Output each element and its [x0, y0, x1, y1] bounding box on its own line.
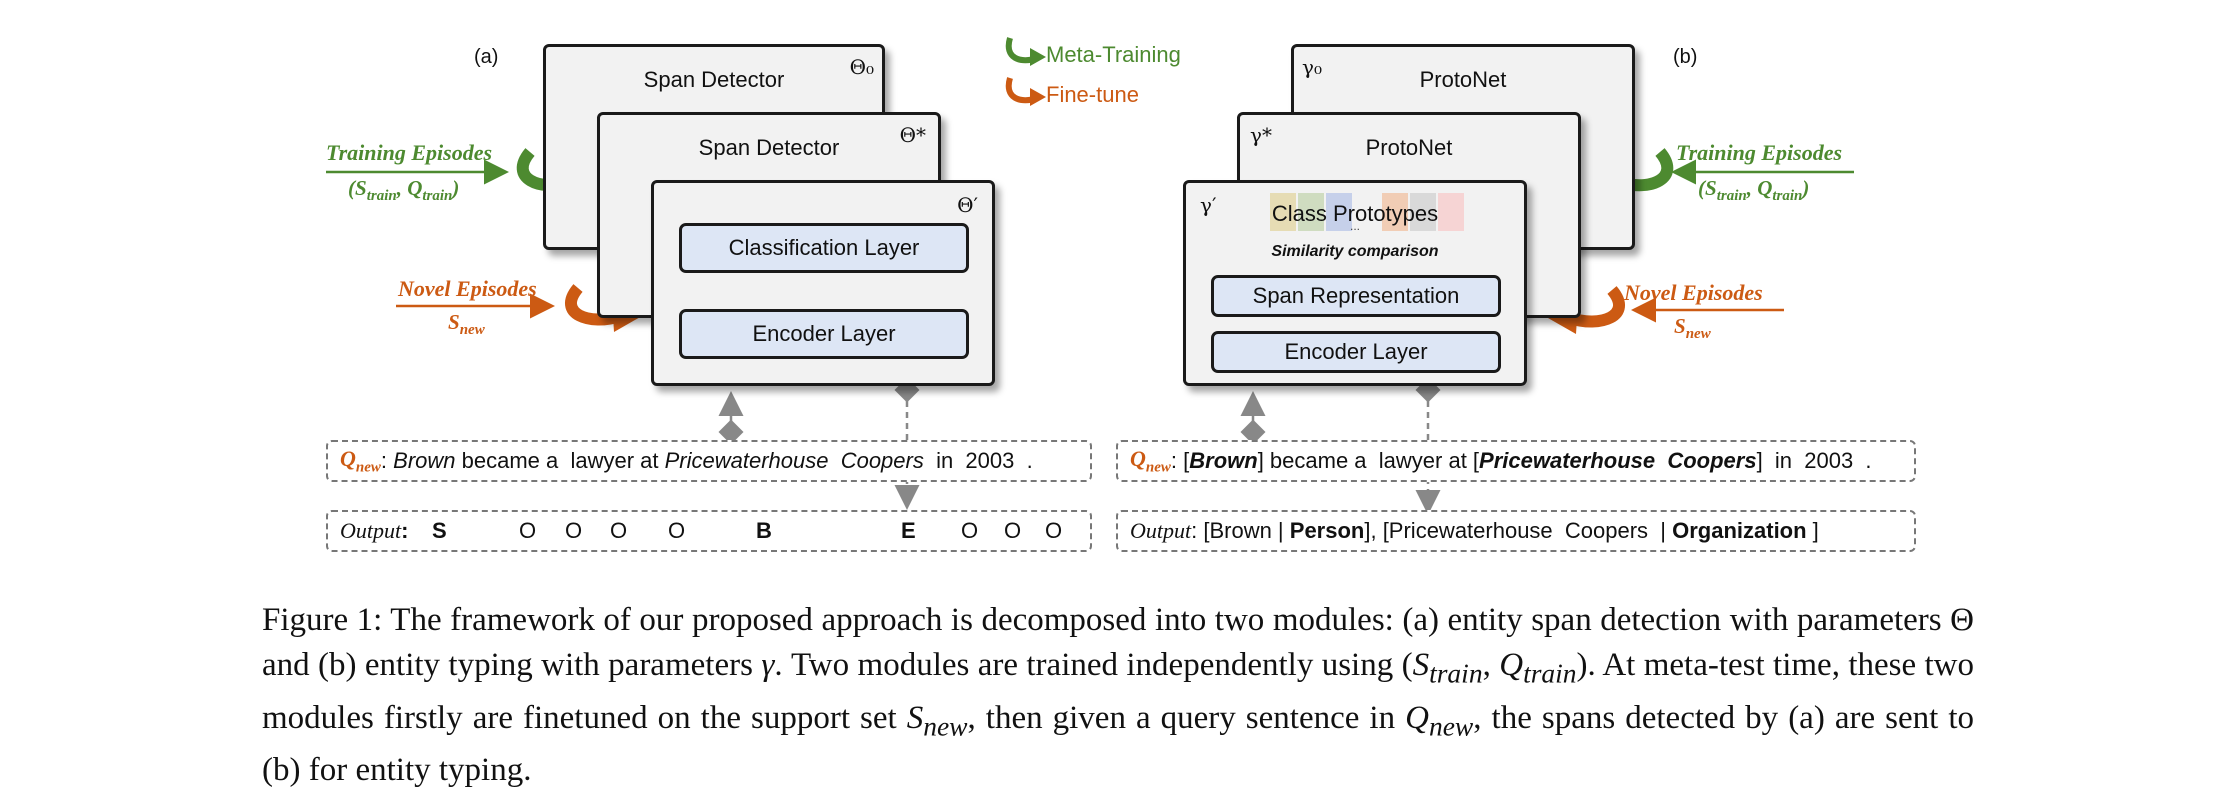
output-text-3: ]	[1806, 518, 1819, 543]
left-query-box: Qnew : Brown became a lawyer at Pricewat…	[326, 440, 1092, 482]
caption-part-1: Figure 1: The framework of our proposed …	[262, 602, 1974, 683]
output-tag: S	[432, 518, 447, 543]
query-entity-pwc: Pricewaterhouse Coopers	[664, 448, 924, 473]
card-title: Span Detector	[698, 135, 840, 160]
card-title: ProtoNet	[1365, 135, 1453, 160]
left-output-box: Output :	[326, 510, 1092, 552]
param-label: γ*	[1250, 123, 1272, 147]
right-query-box: Qnew : [ Brown ] became a lawyer at [ Pr…	[1116, 440, 1916, 482]
span-detector-card-theta-prime: Θ′ Classification Layer Encoder Layer	[651, 180, 995, 386]
right-novel-episodes-title: Novel Episodes	[1624, 280, 1763, 305]
caption-s-sub: train	[1429, 657, 1483, 689]
output-label: Output	[1130, 518, 1192, 543]
right-output-box: Output : [Brown | Person ], [Pricewaterh…	[1116, 510, 1916, 552]
output-tag: O	[961, 518, 979, 543]
caption-part-4: , then given a query sentence in	[967, 699, 1406, 736]
output-tag: E	[901, 518, 916, 543]
query-text-2: became a lawyer at	[455, 448, 665, 473]
output-tag: B	[756, 518, 772, 543]
caption-comma: ,	[1482, 647, 1500, 683]
legend-orange-curl-icon	[1005, 77, 1046, 106]
query-text-2: ] became a lawyer at [	[1257, 448, 1480, 473]
output-label: Output	[340, 518, 402, 543]
encoder-layer: Encoder Layer	[679, 309, 969, 359]
right-training-episodes-title: Training Episodes	[1676, 140, 1843, 165]
output-tag: O	[519, 518, 537, 543]
left-output-tags: S O O O O B E O O O	[0, 518, 2238, 548]
class-prototypes-label: Class Prototypes	[1271, 201, 1439, 226]
query-entity-pwc: Pricewaterhouse Coopers	[1479, 448, 1757, 473]
caption-part-5: , the spans detected by (a) are sent to …	[262, 699, 1974, 789]
caption-s: S	[1412, 647, 1430, 683]
left-training-episodes-sub: (Strain, Qtrain)	[348, 176, 460, 205]
query-text-3: ] in 2003 .	[1756, 448, 1872, 473]
output-type-organization: Organization	[1672, 518, 1807, 543]
caption-part-3: ). At meta-test time, these two modules …	[262, 647, 1975, 736]
protonet-card-gamma-prime: γ′ Class Prototypes ... Similarity compa…	[1183, 180, 1527, 386]
param-label: Θ₀	[849, 55, 874, 79]
legend-fine-tune: Fine-tune	[1046, 82, 1139, 107]
span-representation-layer: Span Representation	[1211, 275, 1501, 317]
param-label: γ₀	[1302, 55, 1322, 79]
query-text-1: :	[380, 448, 394, 473]
similarity-comparison-label: Similarity comparison	[1271, 243, 1439, 260]
panel-label-a: (a)	[474, 46, 499, 68]
left-novel-episodes-sub: Snew	[448, 310, 485, 339]
prototype-swatch	[1326, 193, 1352, 231]
card-title: Span Detector	[643, 67, 785, 92]
prototype-swatch	[1270, 193, 1296, 231]
encoder-layer: Encoder Layer	[1211, 331, 1501, 373]
figure-caption: Figure 1: The framework of our proposed …	[262, 598, 1974, 793]
left-training-episodes-title: Training Episodes	[326, 140, 493, 165]
prototype-swatch	[1410, 193, 1436, 231]
output-tag: O	[1004, 518, 1022, 543]
query-label: Qnew	[1130, 445, 1171, 476]
panel-label-b: (b)	[1673, 46, 1698, 68]
caption-gamma: γ	[761, 647, 775, 683]
query-entity-brown: Brown	[1189, 448, 1258, 473]
prototype-swatch	[1298, 193, 1324, 231]
prototype-swatch	[1438, 193, 1464, 231]
query-text-1: : [	[1170, 448, 1190, 473]
query-entity-brown: Brown	[393, 448, 456, 473]
left-novel-episodes-title: Novel Episodes	[398, 276, 537, 301]
right-novel-episodes-sub: Snew	[1674, 314, 1711, 343]
classification-layer: Classification Layer	[679, 223, 969, 273]
output-text-1: : [Brown |	[1191, 518, 1290, 543]
caption-q: Q	[1499, 647, 1524, 683]
output-tag: O	[565, 518, 583, 543]
output-colon: :	[401, 518, 415, 543]
param-label: γ′	[1200, 193, 1217, 217]
legend-green-curl-icon	[1005, 37, 1046, 66]
param-label: Θ′	[957, 193, 978, 217]
param-label: Θ*	[899, 123, 926, 147]
output-tag: O	[668, 518, 686, 543]
output-type-person: Person	[1289, 518, 1365, 543]
output-text-2: ], [Pricewaterhouse Coopers |	[1364, 518, 1673, 543]
caption-part-2: . Two modules are trained independently …	[774, 647, 1413, 683]
legend-meta-training: Meta-Training	[1046, 42, 1181, 67]
caption-qnew: Q	[1405, 699, 1429, 736]
card-title: ProtoNet	[1419, 67, 1507, 92]
prototype-swatch	[1382, 193, 1408, 231]
caption-q-sub: train	[1523, 657, 1577, 689]
query-text-3: in 2003 .	[923, 448, 1033, 473]
caption-snew: S	[906, 699, 924, 736]
output-tag: O	[1045, 518, 1063, 543]
prototype-dots: ...	[1349, 219, 1360, 233]
caption-qnew-sub: new	[1428, 710, 1474, 742]
caption-snew-sub: new	[923, 710, 968, 742]
query-label: Qnew	[340, 445, 381, 476]
output-tag: O	[610, 518, 628, 543]
right-training-episodes-sub: (Strain, Qtrain)	[1698, 176, 1810, 205]
